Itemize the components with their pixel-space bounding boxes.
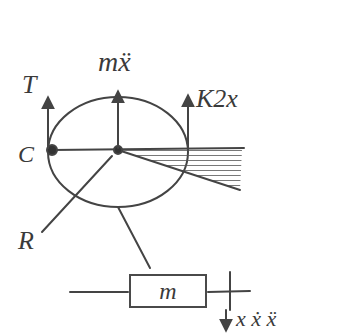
tick-mark — [229, 272, 231, 310]
axis-line — [70, 291, 128, 293]
radius-line — [118, 150, 240, 190]
hanger-line — [118, 207, 150, 268]
tension-arrow — [47, 98, 49, 148]
force-label: K2x — [196, 86, 238, 112]
shaded-sector — [118, 150, 242, 190]
mass-box: m — [129, 274, 207, 308]
force-label: T — [22, 72, 36, 98]
displacement-label: x ẋ ẍ — [236, 308, 276, 330]
inertia-label: mẍ — [98, 48, 131, 76]
spring-force-arrow — [187, 96, 189, 150]
inertia-arrow — [117, 92, 119, 148]
diameter-line — [52, 148, 244, 150]
displacement-arrow — [225, 310, 227, 330]
point-label: C — [18, 142, 34, 166]
radius-leader — [42, 156, 112, 232]
radius-label: R — [18, 228, 34, 254]
mass-label: m — [159, 279, 176, 303]
